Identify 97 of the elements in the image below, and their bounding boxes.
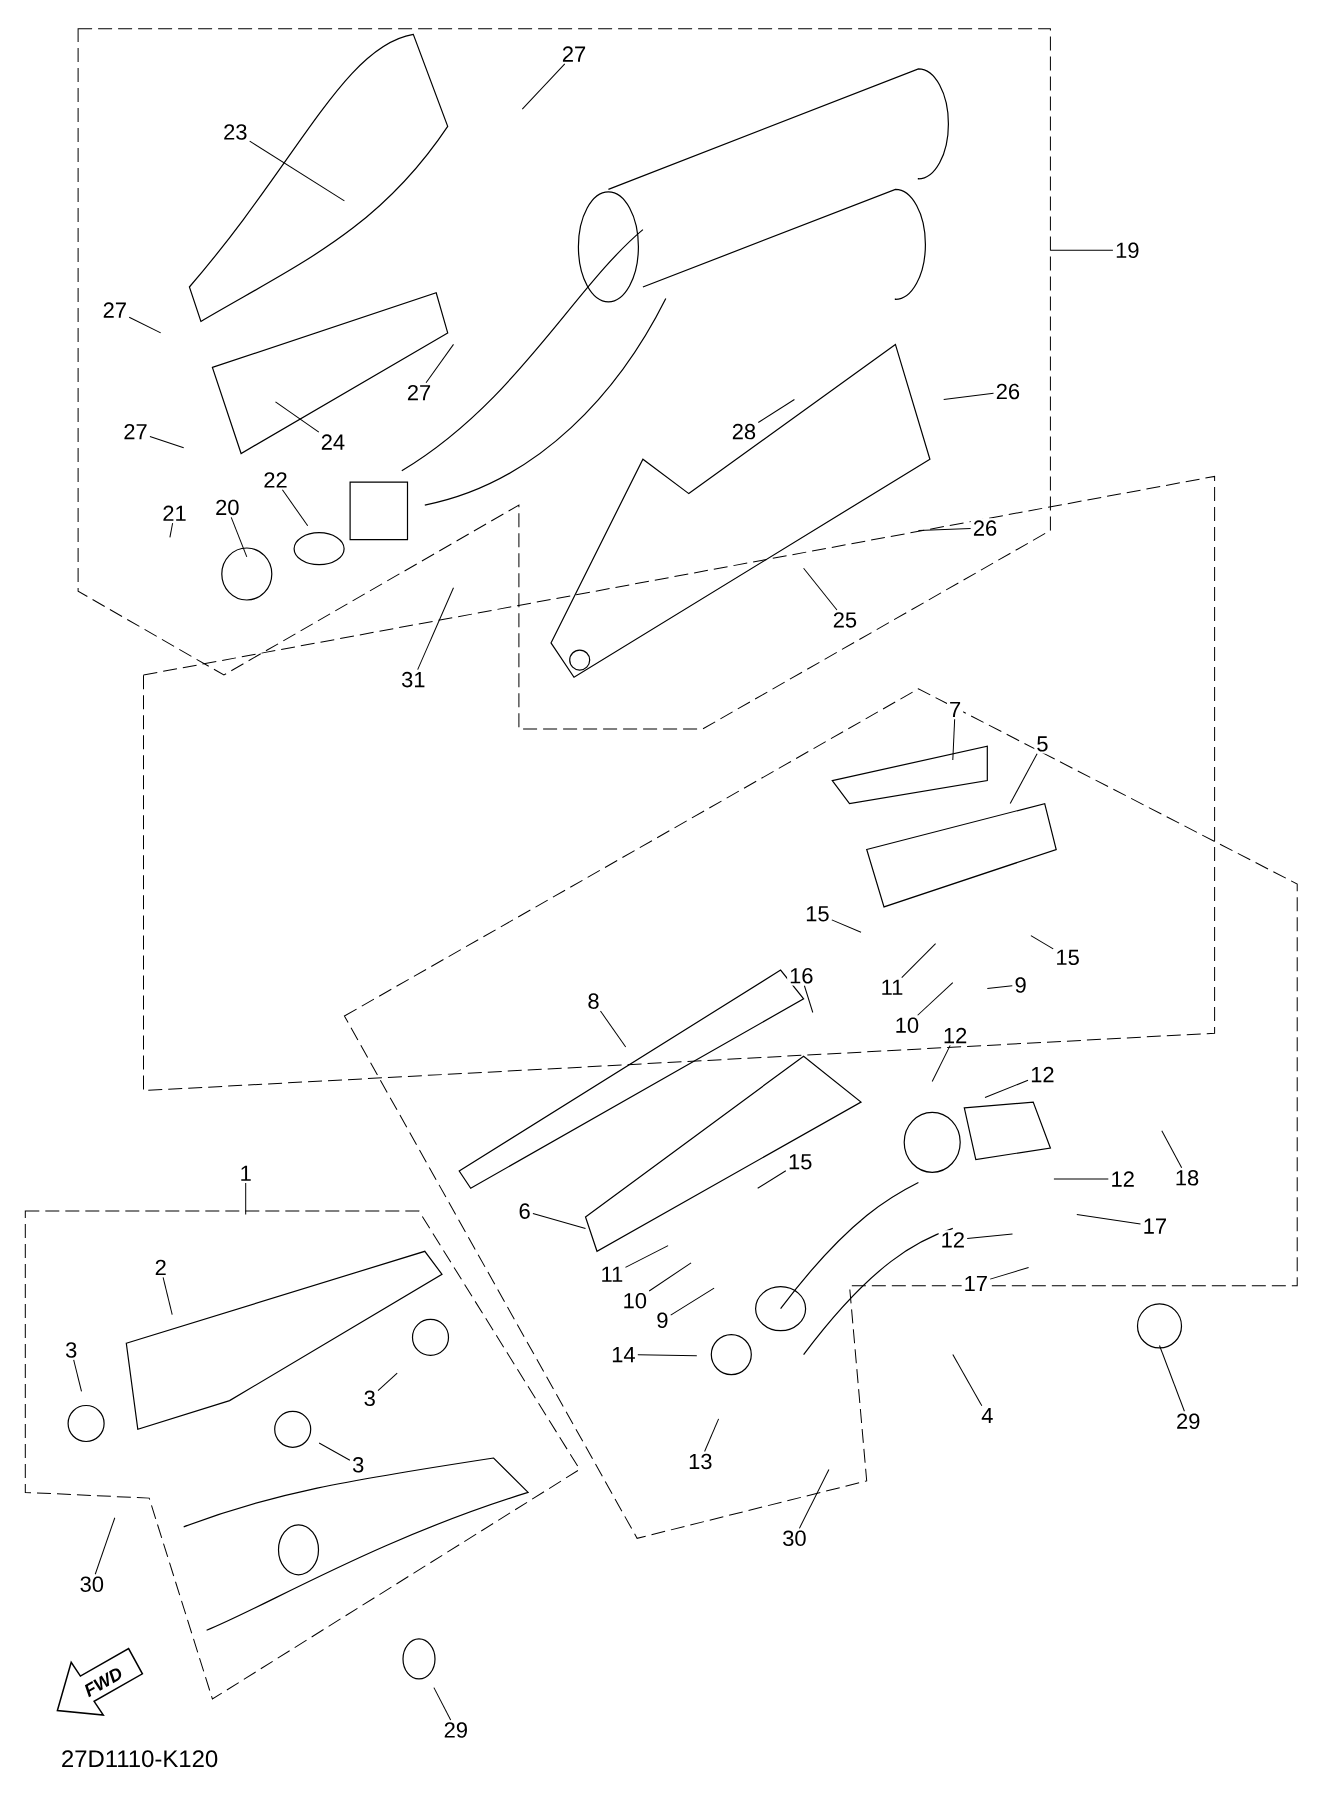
callout-number: 27 bbox=[100, 300, 129, 320]
callout-number: 18 bbox=[1172, 1168, 1202, 1188]
leader-line bbox=[966, 1233, 1013, 1239]
leader-line bbox=[149, 435, 185, 449]
leader-line bbox=[989, 1266, 1030, 1280]
callout-number: 10 bbox=[620, 1290, 649, 1311]
callout-number: 8 bbox=[585, 991, 602, 1011]
callout-number: 3 bbox=[361, 1388, 378, 1409]
callout-number: 14 bbox=[609, 1345, 638, 1365]
callout-number: 4 bbox=[979, 1406, 996, 1426]
callout-number: 29 bbox=[1174, 1411, 1203, 1431]
callout-number: 26 bbox=[970, 518, 1000, 538]
callout-number: 28 bbox=[729, 421, 759, 442]
leader-line bbox=[377, 1372, 398, 1392]
leader-line bbox=[417, 587, 454, 671]
leader-line bbox=[318, 1442, 351, 1461]
callout-number: 1 bbox=[237, 1163, 254, 1183]
callout-number: 12 bbox=[1028, 1064, 1057, 1085]
callout-number: 12 bbox=[940, 1025, 970, 1046]
callout-number: 23 bbox=[221, 122, 250, 142]
callout-number: 2 bbox=[152, 1257, 169, 1278]
leader-line bbox=[230, 516, 248, 558]
callout-number: 16 bbox=[787, 966, 816, 986]
callout-number: 25 bbox=[830, 610, 860, 630]
callout-number: 27 bbox=[559, 44, 589, 64]
leader-line bbox=[249, 140, 345, 202]
callout-number: 24 bbox=[318, 432, 348, 452]
callout-number: 12 bbox=[938, 1230, 967, 1250]
leader-line bbox=[917, 982, 954, 1016]
leader-line bbox=[952, 1354, 983, 1407]
callout-number: 31 bbox=[399, 669, 428, 690]
leader-line bbox=[952, 718, 956, 761]
callout-number: 26 bbox=[993, 381, 1023, 402]
leader-line bbox=[275, 401, 320, 433]
callout-number: 12 bbox=[1108, 1169, 1137, 1189]
callout-number: 30 bbox=[780, 1528, 809, 1549]
leader-line bbox=[917, 528, 972, 531]
callout-number: 15 bbox=[1053, 947, 1082, 968]
leader-line bbox=[521, 63, 566, 110]
leader-line bbox=[1049, 249, 1114, 251]
leader-line bbox=[1009, 753, 1038, 805]
callout-number: 3 bbox=[350, 1455, 367, 1475]
leader-line bbox=[600, 1010, 627, 1048]
callout-number: 17 bbox=[1140, 1216, 1170, 1236]
callout-number: 30 bbox=[77, 1574, 106, 1594]
callout-number: 27 bbox=[121, 421, 150, 442]
leader-line bbox=[1053, 1178, 1109, 1180]
leader-line bbox=[245, 1182, 247, 1216]
callout-number: 9 bbox=[654, 1310, 671, 1330]
drawing-code: 27D1110-K120 bbox=[62, 1750, 218, 1768]
callout-number: 3 bbox=[63, 1340, 80, 1360]
callout-number: 15 bbox=[803, 904, 832, 924]
callout-number: 17 bbox=[961, 1274, 990, 1294]
callout-number: 7 bbox=[947, 699, 964, 720]
leader-line bbox=[1159, 1345, 1185, 1412]
leader-line bbox=[931, 1044, 951, 1082]
callout-number: 11 bbox=[598, 1264, 626, 1284]
leader-line bbox=[798, 1468, 830, 1529]
callout-number: 13 bbox=[686, 1451, 715, 1472]
leader-line bbox=[803, 567, 838, 611]
leader-line bbox=[757, 1170, 787, 1189]
leader-line bbox=[128, 316, 162, 334]
leader-line bbox=[704, 1418, 720, 1452]
callout-number: 6 bbox=[516, 1201, 533, 1221]
leader-line bbox=[831, 919, 862, 933]
leader-line bbox=[670, 1287, 715, 1316]
callout-number: 11 bbox=[878, 977, 906, 997]
callout-number: 21 bbox=[160, 503, 189, 523]
leader-line bbox=[1030, 935, 1054, 950]
callout-number: 9 bbox=[1012, 975, 1029, 995]
callout-number: 15 bbox=[786, 1152, 815, 1172]
leader-line bbox=[1161, 1130, 1183, 1169]
callout-number: 20 bbox=[213, 497, 242, 518]
callout-number: 10 bbox=[892, 1015, 922, 1035]
leader-line bbox=[433, 1687, 452, 1721]
leader-line bbox=[943, 392, 994, 400]
leader-line bbox=[162, 1276, 173, 1315]
leader-line bbox=[803, 985, 814, 1013]
leader-line bbox=[986, 985, 1013, 989]
leader-line bbox=[757, 399, 795, 423]
callout-number: 19 bbox=[1113, 240, 1142, 261]
leader-line bbox=[281, 489, 309, 527]
leader-line bbox=[169, 522, 174, 538]
callout-number: 27 bbox=[404, 382, 434, 403]
leader-line bbox=[73, 1359, 82, 1392]
leader-line bbox=[1076, 1214, 1141, 1225]
leader-line bbox=[637, 1354, 698, 1357]
callout-number: 29 bbox=[441, 1720, 470, 1740]
leader-line bbox=[94, 1517, 116, 1575]
leader-line bbox=[425, 343, 454, 384]
leader-line bbox=[984, 1079, 1029, 1098]
leader-line bbox=[901, 943, 937, 979]
leader-line bbox=[532, 1212, 586, 1229]
callout-number: 22 bbox=[261, 470, 290, 490]
leader-line bbox=[648, 1262, 692, 1292]
leader-line bbox=[625, 1245, 669, 1268]
callout-number: 5 bbox=[1034, 734, 1051, 754]
